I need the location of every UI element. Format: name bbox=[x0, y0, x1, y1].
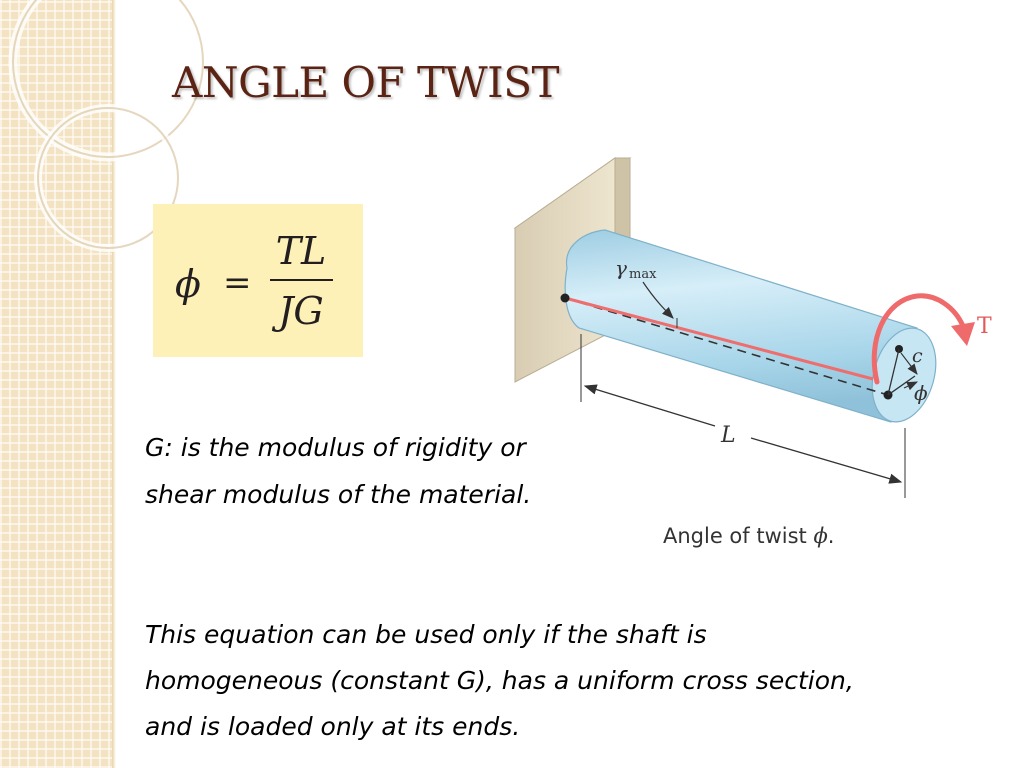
gamma-leader bbox=[642, 281, 674, 319]
label-phi: ϕ bbox=[914, 381, 928, 405]
decorative-rings bbox=[8, 0, 208, 252]
gamma-subscript: max bbox=[629, 267, 657, 282]
caption-period: . bbox=[827, 524, 835, 548]
torque-arrow bbox=[871, 293, 975, 385]
gamma-symbol: γ bbox=[615, 256, 627, 280]
label-c: c bbox=[912, 345, 923, 367]
formula-numerator: TL bbox=[276, 229, 327, 273]
figure-caption: Angle of twist ϕ. bbox=[663, 524, 834, 548]
label-length: L bbox=[720, 423, 736, 448]
reference-line bbox=[564, 297, 889, 396]
angle-of-twist-formula: ϕ = TL JG bbox=[175, 229, 333, 333]
fixed-end-point bbox=[560, 293, 570, 303]
caption-text: Angle of twist bbox=[663, 524, 807, 548]
formula-box: ϕ = TL JG bbox=[153, 204, 363, 357]
side-strip-edge bbox=[112, 0, 116, 768]
shaft-torsion-diagram: γ max c ϕ T L bbox=[513, 157, 992, 498]
end-face-annotations bbox=[883, 345, 918, 400]
twisted-line bbox=[564, 296, 874, 381]
label-torque: T bbox=[977, 314, 992, 339]
equation-conditions-text: This equation can be used only if the sh… bbox=[145, 620, 854, 741]
slide-title: ANGLE OF TWIST bbox=[172, 58, 560, 107]
formula-denominator: JG bbox=[271, 289, 324, 333]
formula-equals: = bbox=[223, 263, 252, 303]
formula-phi: ϕ bbox=[175, 262, 201, 306]
length-dimension bbox=[580, 334, 906, 498]
caption-phi: ϕ bbox=[813, 524, 828, 548]
g-definition-text: G: is the modulus of rigidity or shear m… bbox=[145, 433, 532, 509]
